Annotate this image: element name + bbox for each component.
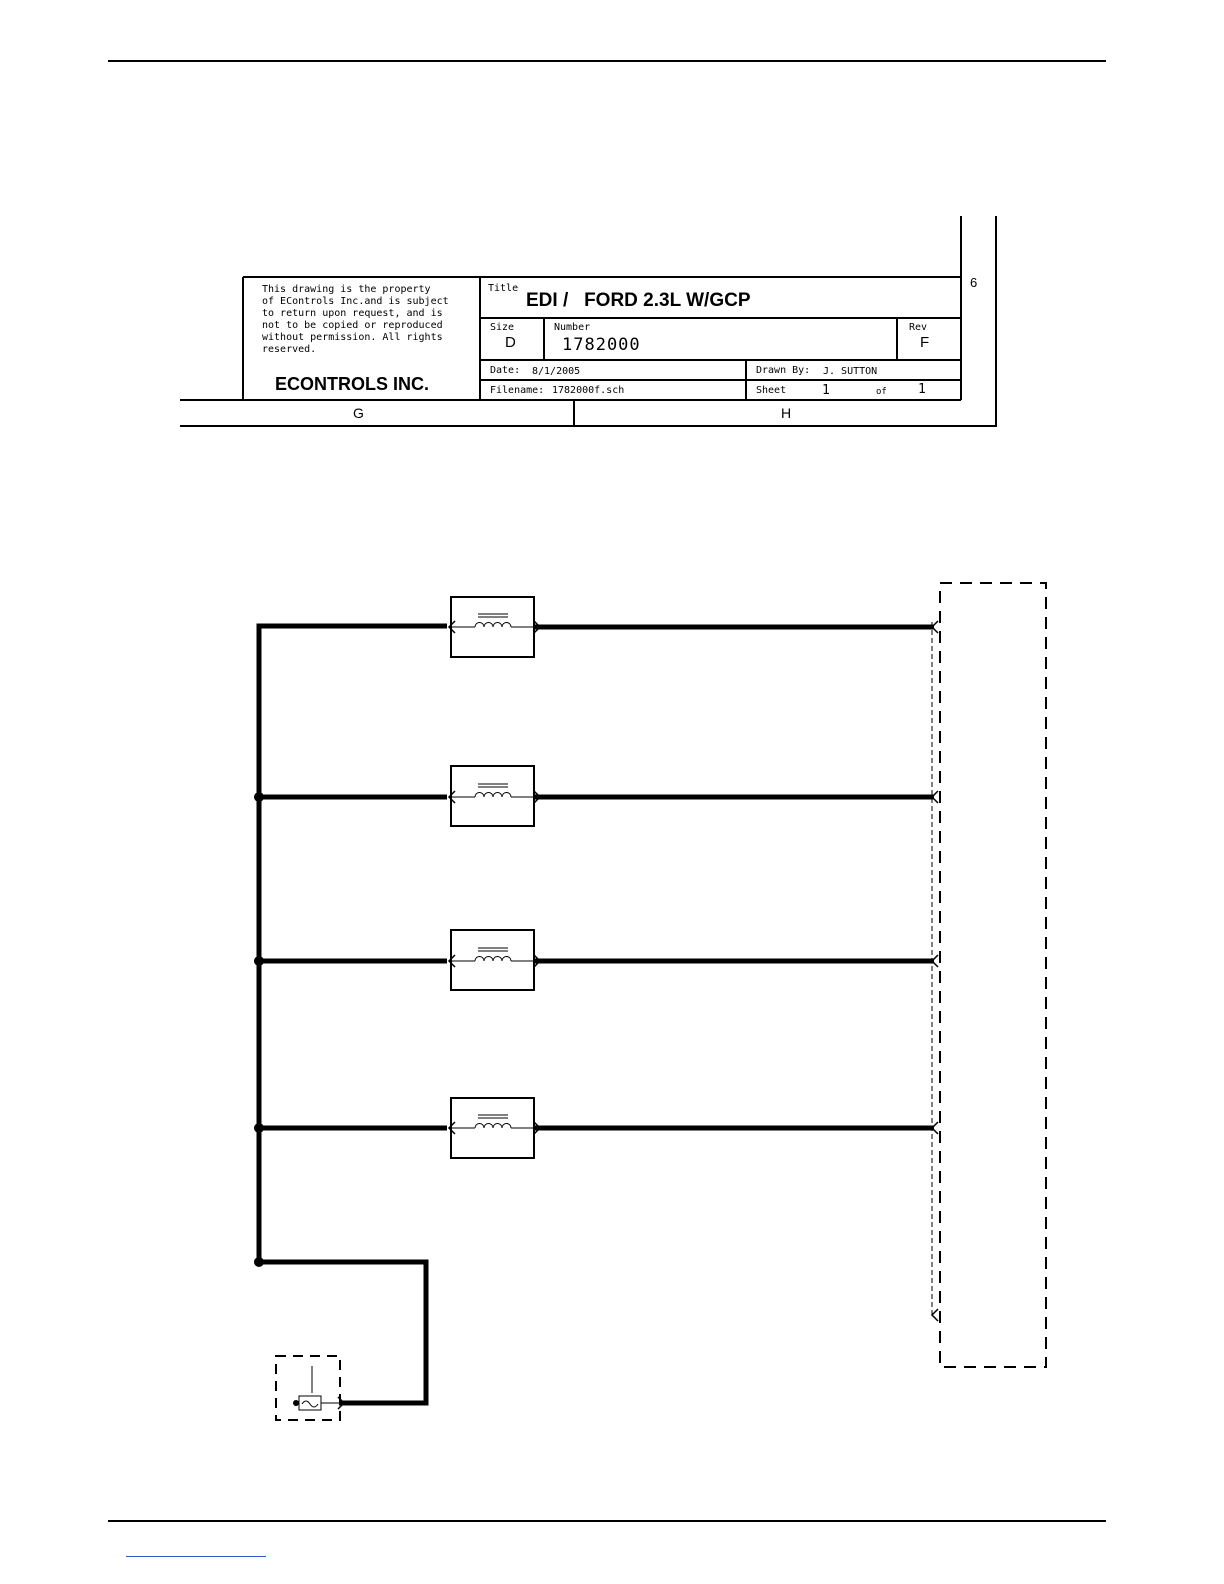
number-label: Number [554,322,590,333]
connector-outline [939,582,1047,1368]
output-arrow [533,790,542,804]
of-label: of [876,387,887,397]
date-value: 8/1/2005 [532,366,580,377]
sheet-number: 1 [822,383,830,398]
coil-channel-1 [447,596,939,658]
coil-winding-icon [474,792,512,798]
notice-line: reserved. [262,344,316,355]
sheet-label: Sheet [756,385,786,396]
zone-h-label: H [781,405,791,421]
size-value: D [505,334,516,351]
wire-junction [254,1257,264,1267]
drawn-by-value: J. SUTTON [823,366,877,377]
output-arrow [533,620,542,634]
side-zone-mark: 6 [970,275,977,290]
input-arrow [447,790,456,804]
output-arrow [533,954,542,968]
pin-arrow [930,1121,939,1135]
wire-junction [254,792,264,802]
pin-arrow [930,954,939,968]
rev-label: Rev [909,322,927,333]
connector-pin-arrow [930,1308,939,1322]
wire-junction [254,956,264,966]
date-label: Date: [490,365,520,376]
drawing-title: EDI / FORD 2.3L W/GCP [526,290,751,311]
ownership-notice: This drawing is the property of EControl… [262,284,449,355]
fuse-component [275,1355,346,1421]
title-label: Title [488,283,518,294]
left-bus-wire [256,623,447,1406]
notice-line: not to be copied or reproduced [262,320,443,331]
coil-winding-icon [474,1123,512,1129]
input-arrow [447,620,456,634]
notice-line: of EControls Inc.and is subject [262,296,449,307]
footer-link-underline[interactable] [126,1556,266,1557]
notice-line: without permission. All rights [262,332,443,343]
size-label: Size [490,322,514,333]
fuse-terminal [293,1400,299,1406]
fuse-output-arrow [337,1396,346,1410]
pin-arrow [930,790,939,804]
coil-winding-icon [474,956,512,962]
coil-channel-2 [254,765,939,827]
input-arrow [447,954,456,968]
coil-channel-4 [254,1097,939,1159]
drawing-number: 1782000 [562,335,641,355]
wire-junction [254,1123,264,1133]
rev-value: F [920,334,929,351]
company-name: ECONTROLS INC. [275,374,429,394]
coil-channel-3 [254,929,939,991]
fuse-element-icon [301,1400,319,1408]
input-arrow [447,1121,456,1135]
coil-winding-icon [474,622,512,628]
title-block [180,216,997,427]
pin-arrow [930,620,939,634]
output-arrow [533,1121,542,1135]
zone-g-label: G [353,405,364,421]
sheet-total: 1 [918,382,926,397]
filename-label: Filename: [490,385,544,396]
fuse-outline [275,1355,341,1421]
filename-value: 1782000f.sch [552,385,624,396]
notice-line: to return upon request, and is [262,308,443,319]
drawn-by-label: Drawn By: [756,365,810,376]
notice-line: This drawing is the property [262,284,431,295]
